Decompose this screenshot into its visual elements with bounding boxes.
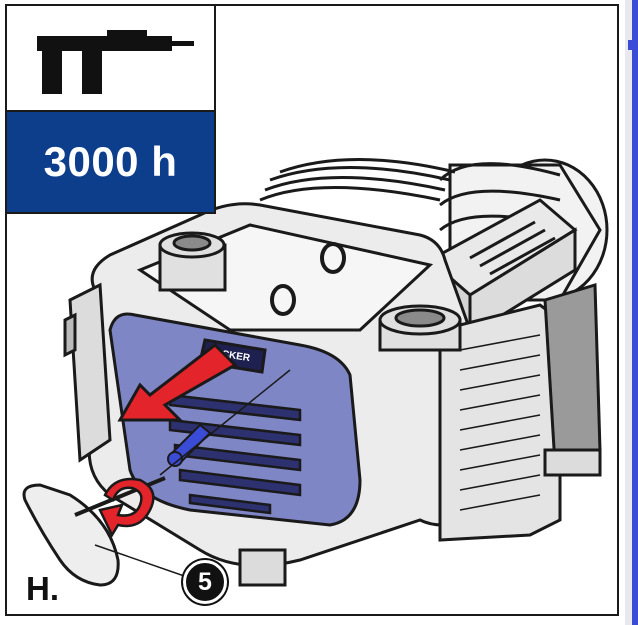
removal-direction-arrow-icon xyxy=(117,343,238,422)
scrollbar-thumb[interactable] xyxy=(628,40,636,50)
rotation-arrow-icon xyxy=(98,477,155,538)
outlet-fitting xyxy=(378,304,462,352)
pump-illustration: BECKER xyxy=(22,158,609,587)
step-label: H. xyxy=(26,570,59,607)
allen-key-tool xyxy=(22,476,166,587)
caliper-icon xyxy=(37,30,194,94)
guide-line xyxy=(159,369,291,476)
lifting-eye xyxy=(270,242,346,316)
tool-icon-box xyxy=(5,4,216,112)
scrollbar-track[interactable] xyxy=(632,0,638,625)
inlet-fitting xyxy=(158,231,227,292)
foot xyxy=(238,448,602,587)
service-interval-label: 3000 h xyxy=(43,138,178,185)
service-interval-box: 3000 h xyxy=(5,110,216,214)
callout-badge: 5 xyxy=(183,560,227,604)
filter-housing xyxy=(438,283,602,542)
cover-screw xyxy=(167,423,212,467)
callout-number: 5 xyxy=(198,567,212,596)
callout-leader-line xyxy=(94,544,191,579)
